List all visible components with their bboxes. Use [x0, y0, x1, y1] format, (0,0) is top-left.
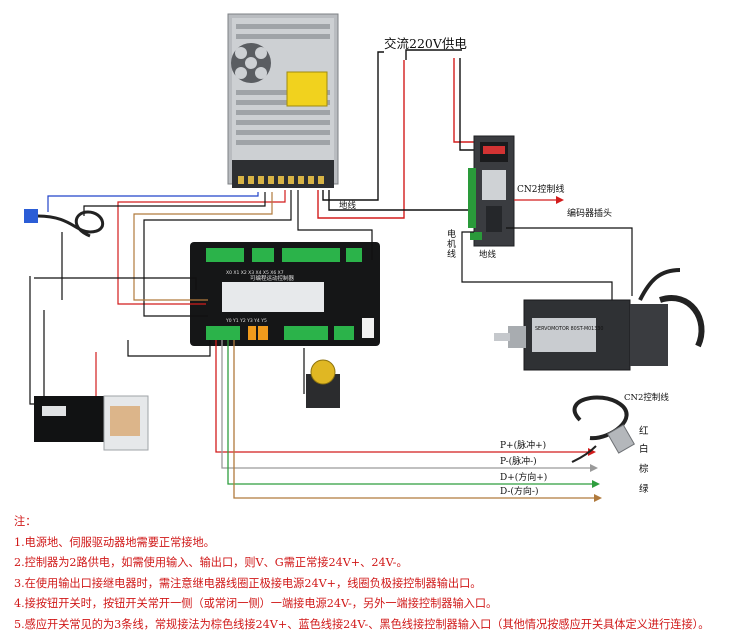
- signal-label-p-minus: P-(脉冲-): [500, 455, 537, 467]
- encoder-plug-label: 编码器插头: [567, 207, 612, 219]
- cn2-line-label: CN2控制线: [517, 183, 565, 195]
- ac-power-label: 交流220V供电: [384, 36, 467, 51]
- note-item: 3.在使用输出口接继电器时，需注意继电器线圈正极接电源24V+，线圈负极接控制器…: [14, 574, 744, 595]
- notes-title: 注：: [14, 512, 744, 533]
- signal-label-p-plus: P+(脉冲+): [500, 439, 546, 451]
- notes-section: 注： 1.电源地、伺服驱动器地需要正常接地。 2.控制器为2路供电，如需使用输入…: [14, 512, 744, 635]
- switching-power-supply: [228, 14, 338, 188]
- svg-text:电: 电: [447, 228, 456, 240]
- push-button: [304, 348, 340, 408]
- wire-color-red: 红: [639, 425, 649, 437]
- signal-label-d-plus: D+(方向+): [500, 471, 547, 483]
- wire-color-brown: 棕: [639, 463, 649, 475]
- controller-bottom-terminals: Y0 Y1 Y2 Y3 Y4 Y5: [225, 318, 267, 324]
- wire-color-green: 绿: [639, 483, 649, 495]
- signal-arrowheads: [588, 448, 602, 502]
- ac-power-wires: [318, 50, 480, 218]
- svg-text:线: 线: [447, 248, 456, 260]
- note-item: 2.控制器为2路供电，如需使用输入、输出口，则V、G需正常接24V+、24V-。: [14, 553, 744, 574]
- solid-state-relay: [34, 396, 148, 450]
- note-item: 4.接按钮开关时，按钮开关常开一侧（或常闭一侧）一端接电源24V-，另外一端接控…: [14, 594, 744, 615]
- proximity-sensor: [24, 209, 103, 236]
- wire-color-white: 白: [639, 443, 649, 455]
- motor-nameplate: SERVOMOTOR 80ST-M01330: [535, 326, 603, 332]
- controller-top-terminals: X0 X1 X2 X3 X4 X5 X6 X7: [226, 270, 284, 276]
- motor-line-label: 电机线: [447, 228, 456, 260]
- warning-label: [287, 72, 327, 106]
- ground-label-psu: 地线: [339, 200, 357, 211]
- servo-motor: SERVOMOTOR 80ST-M01330: [494, 270, 702, 370]
- cn2-cable-label: CN2控制线: [624, 392, 669, 403]
- note-item: 5.感应开关常见的为3条线，常规接法为棕色线接24V+、蓝色线接24V-、黑色线…: [14, 615, 744, 635]
- ground-label-drive: 地线: [479, 249, 497, 260]
- servo-drive: [468, 136, 514, 246]
- note-item: 1.电源地、伺服驱动器地需要正常接地。: [14, 533, 744, 554]
- motion-controller: 可编程运动控制器 X0 X1 X2 X3 X4 X5 X6 X7 Y0 Y1 Y…: [190, 242, 380, 346]
- signal-label-d-minus: D-(方向-): [500, 485, 539, 497]
- svg-text:机: 机: [447, 238, 456, 250]
